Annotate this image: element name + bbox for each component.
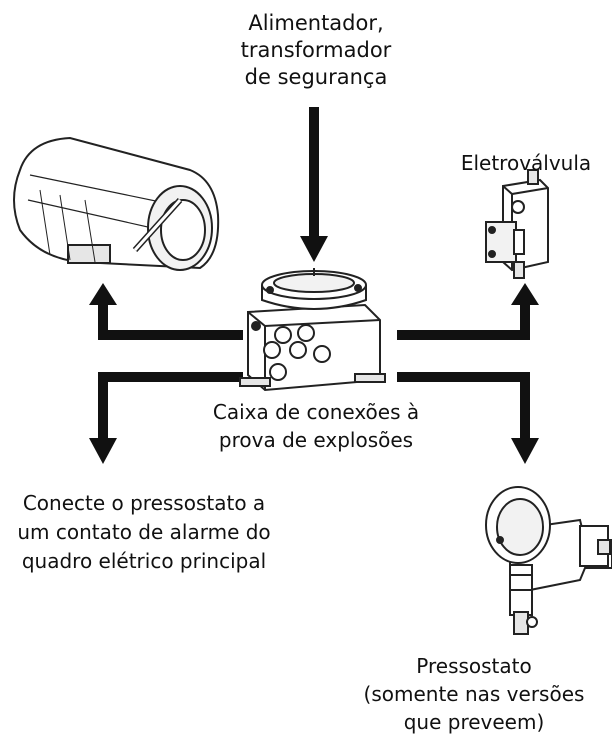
label-switch-line-2: (somente nas versões bbox=[363, 682, 585, 706]
pressure-switch-icon bbox=[485, 486, 612, 635]
solenoid-valve-icon bbox=[485, 169, 549, 279]
label-connect-line-2: um contato de alarme do bbox=[17, 520, 271, 544]
label-solenoid-valve: Eletroválvula bbox=[440, 150, 612, 177]
label-connect-line-1: Conecte o pressostato a bbox=[22, 491, 266, 515]
label-switch-line-1: Pressostato bbox=[416, 654, 532, 678]
arrow-box-to-camera bbox=[89, 283, 243, 340]
label-junction-box: Caixa de conexões à prova de explosões bbox=[176, 398, 456, 454]
label-connect-line-3: quadro elétrico principal bbox=[21, 549, 267, 573]
camera-housing-icon bbox=[13, 136, 220, 271]
arrows bbox=[89, 107, 539, 464]
label-valve-line-1: Eletroválvula bbox=[460, 151, 592, 175]
arrow-box-to-pressure-switch bbox=[397, 372, 539, 464]
label-switch-line-3: que preveem) bbox=[403, 710, 545, 734]
arrow-box-to-alarm bbox=[89, 372, 243, 464]
label-supply-line-1: Alimentador, bbox=[248, 11, 384, 35]
junction-box-icon bbox=[239, 268, 386, 392]
label-supply-transformer: Alimentador, transformador de segurança bbox=[206, 10, 426, 91]
arrow-supply-to-box bbox=[300, 107, 328, 262]
label-box-line-2: prova de explosões bbox=[218, 428, 414, 452]
label-connect-alarm: Conecte o pressostato a um contato de al… bbox=[0, 489, 294, 576]
label-box-line-1: Caixa de conexões à bbox=[212, 400, 420, 424]
label-pressure-switch: Pressostato (somente nas versões que pre… bbox=[340, 652, 608, 736]
arrow-box-to-valve bbox=[397, 283, 539, 340]
label-supply-line-2: transformador bbox=[240, 38, 392, 62]
label-supply-line-3: de segurança bbox=[244, 65, 388, 89]
